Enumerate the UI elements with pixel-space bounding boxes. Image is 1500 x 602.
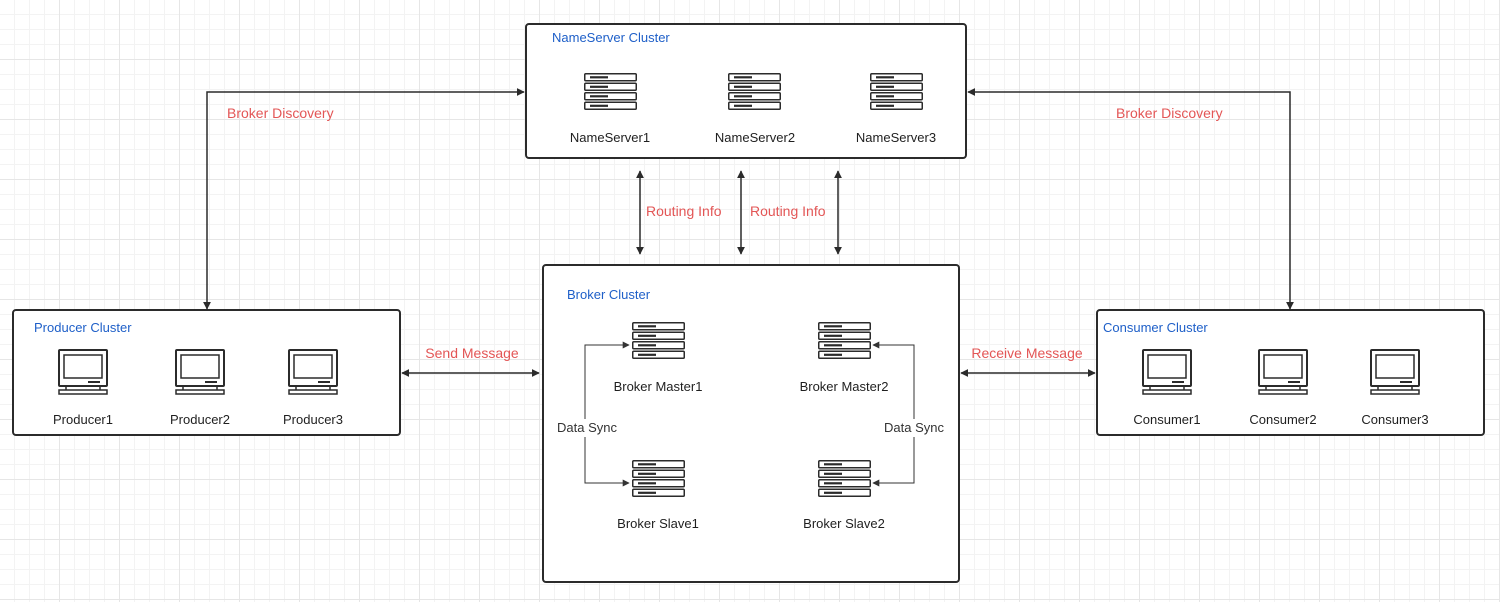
data-sync-label-2: Data Sync <box>884 420 944 435</box>
broker-discovery-left-label: Broker Discovery <box>227 105 334 121</box>
nameserver-1-label: NameServer1 <box>570 130 650 145</box>
producer-cluster-title: Producer Cluster <box>34 320 132 335</box>
broker-discovery-right-label: Broker Discovery <box>1116 105 1223 121</box>
data-sync-label-bg-2 <box>879 419 949 437</box>
broker-master-1-label: Broker Master1 <box>614 379 703 394</box>
producer-cluster-box <box>12 309 401 436</box>
routing-info-label-1: Routing Info <box>646 203 722 219</box>
data-sync-label-1: Data Sync <box>557 420 617 435</box>
broker-discovery-right-connector <box>967 88 1294 310</box>
broker-slave-2-label: Broker Slave2 <box>803 516 885 531</box>
broker-discovery-left-connector <box>203 88 525 310</box>
broker-cluster-title: Broker Cluster <box>567 287 651 302</box>
send-message-label: Send Message <box>425 345 519 361</box>
consumer-3-label: Consumer3 <box>1361 412 1428 427</box>
broker-master-2-label: Broker Master2 <box>800 379 889 394</box>
consumer-cluster-box <box>1096 309 1485 436</box>
nameserver-2-label: NameServer2 <box>715 130 795 145</box>
consumer-2-label: Consumer2 <box>1249 412 1316 427</box>
broker-slave-1-label: Broker Slave1 <box>617 516 699 531</box>
nameserver-cluster-title: NameServer Cluster <box>552 30 670 45</box>
consumer-cluster-title: Consumer Cluster <box>1103 320 1208 335</box>
data-sync-connector-1 <box>584 341 630 487</box>
nameserver-3-label: NameServer3 <box>856 130 936 145</box>
data-sync-label-bg-1 <box>552 419 622 437</box>
receive-message-label: Receive Message <box>971 345 1082 361</box>
producer-3-label: Producer3 <box>283 412 343 427</box>
producer-1-label: Producer1 <box>53 412 113 427</box>
routing-info-label-2: Routing Info <box>750 203 826 219</box>
data-sync-connector-2 <box>872 341 915 487</box>
producer-2-label: Producer2 <box>170 412 230 427</box>
consumer-1-label: Consumer1 <box>1133 412 1200 427</box>
